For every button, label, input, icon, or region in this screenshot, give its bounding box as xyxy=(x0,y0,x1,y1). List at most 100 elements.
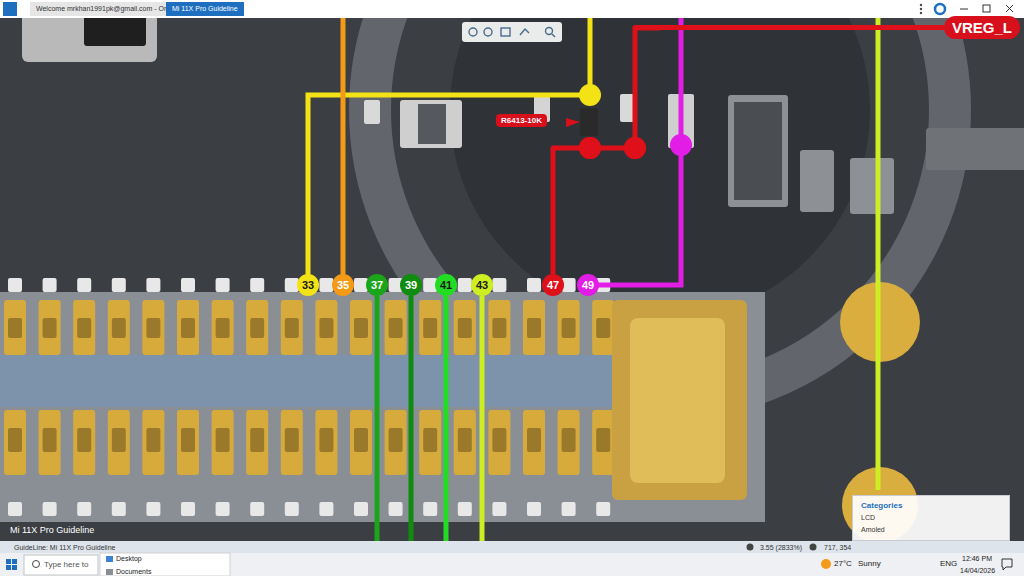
connector-finger xyxy=(558,300,580,355)
clock-date: 14/04/2026 xyxy=(960,566,995,575)
connector-finger xyxy=(527,318,541,338)
connector-finger xyxy=(527,428,541,452)
connector-finger xyxy=(523,410,545,475)
connector-finger xyxy=(73,410,95,475)
language: ENG xyxy=(940,559,957,568)
connector-finger xyxy=(562,502,576,516)
junction-dot xyxy=(579,137,601,159)
connector-finger xyxy=(285,502,299,516)
board-connector xyxy=(0,278,765,522)
connector-finger xyxy=(315,300,337,355)
menu-item: Documents xyxy=(116,567,151,576)
pin-label: 47 xyxy=(547,279,559,291)
connector-finger xyxy=(250,428,264,452)
connector-finger xyxy=(112,428,126,452)
connector-finger xyxy=(216,502,230,516)
folder-icon xyxy=(106,556,113,562)
connector-finger xyxy=(39,410,61,475)
connector-finger xyxy=(492,318,506,338)
start-menu-popup xyxy=(100,553,230,576)
pin-label: 39 xyxy=(405,279,417,291)
connector-finger xyxy=(458,428,472,452)
browser-tab-active: Mi 11X Pro Guideline xyxy=(166,2,244,16)
connector-finger xyxy=(142,410,164,475)
junction-dot xyxy=(624,137,646,159)
connector-finger xyxy=(354,428,368,452)
leader-pointer xyxy=(566,118,580,127)
connector-finger xyxy=(281,300,303,355)
connector-finger xyxy=(562,318,576,338)
pin-number: 47 xyxy=(542,274,564,296)
connector-finger xyxy=(592,300,614,355)
connector-finger xyxy=(112,278,126,292)
connector-finger xyxy=(285,428,299,452)
pin-label: 49 xyxy=(582,279,594,291)
connector-finger xyxy=(4,300,26,355)
connector-finger xyxy=(423,428,437,452)
connector-finger xyxy=(389,428,403,452)
toolbar-icons xyxy=(469,28,555,38)
connector-finger xyxy=(212,410,234,475)
connector-finger xyxy=(385,410,407,475)
connector-finger xyxy=(250,502,264,516)
taskbar xyxy=(0,553,1024,576)
connector-finger xyxy=(285,318,299,338)
title-bar xyxy=(0,0,1024,18)
connector-finger xyxy=(558,410,580,475)
weather-icon xyxy=(821,559,831,569)
connector-finger xyxy=(112,318,126,338)
connector-finger xyxy=(142,300,164,355)
connector-finger xyxy=(389,502,403,516)
connector-finger xyxy=(596,502,610,516)
temperature: 27°C xyxy=(834,559,852,568)
pin-number: 33 xyxy=(297,274,319,296)
inner-shield xyxy=(450,0,870,320)
connector-finger xyxy=(527,278,541,292)
pin-number: 41 xyxy=(435,274,457,296)
connector-finger xyxy=(527,502,541,516)
connector-finger xyxy=(77,502,91,516)
connector-finger xyxy=(77,318,91,338)
connector-finger xyxy=(8,502,22,516)
connector-finger xyxy=(389,318,403,338)
smd-components xyxy=(364,94,1024,214)
tag-text: VREG_L xyxy=(952,19,1012,36)
window-controls xyxy=(920,4,1013,14)
connector-finger xyxy=(488,300,510,355)
connector-finger xyxy=(350,300,372,355)
connector-finger xyxy=(177,300,199,355)
connector-finger xyxy=(246,300,268,355)
connector-finger xyxy=(492,278,506,292)
connector-finger xyxy=(73,300,95,355)
connector-finger xyxy=(108,300,130,355)
connector-finger xyxy=(596,318,610,338)
connector-finger xyxy=(43,318,57,338)
connector-finger xyxy=(419,300,441,355)
connector-finger xyxy=(181,428,195,452)
connector-finger xyxy=(458,502,472,516)
zoom-in xyxy=(810,544,817,551)
connector-finger xyxy=(250,278,264,292)
folder-icon xyxy=(106,569,113,575)
connector-finger xyxy=(592,410,614,475)
connector-finger xyxy=(458,278,472,292)
tag-text: R6413-10K xyxy=(501,116,542,125)
pin-number: 49 xyxy=(577,274,599,296)
connector-finger xyxy=(181,278,195,292)
watermark: Mi 11X Pro Guideline xyxy=(10,526,94,535)
connector-finger xyxy=(492,502,506,516)
connector-finger xyxy=(8,428,22,452)
panel-heading: Categories xyxy=(861,500,1001,512)
connector-finger xyxy=(454,410,476,475)
search-placeholder: Type here to xyxy=(44,560,88,569)
categories-panel: CategoriesLCDAmoled xyxy=(852,495,1010,541)
connector-finger xyxy=(281,410,303,475)
connector-finger xyxy=(523,300,545,355)
browser-tab: Welcome mrkhan1991pk@gmail.com - Orion xyxy=(30,2,182,16)
connector-finger xyxy=(423,502,437,516)
connector-finger xyxy=(246,410,268,475)
part-name-tag: R6413-10K xyxy=(496,114,547,127)
